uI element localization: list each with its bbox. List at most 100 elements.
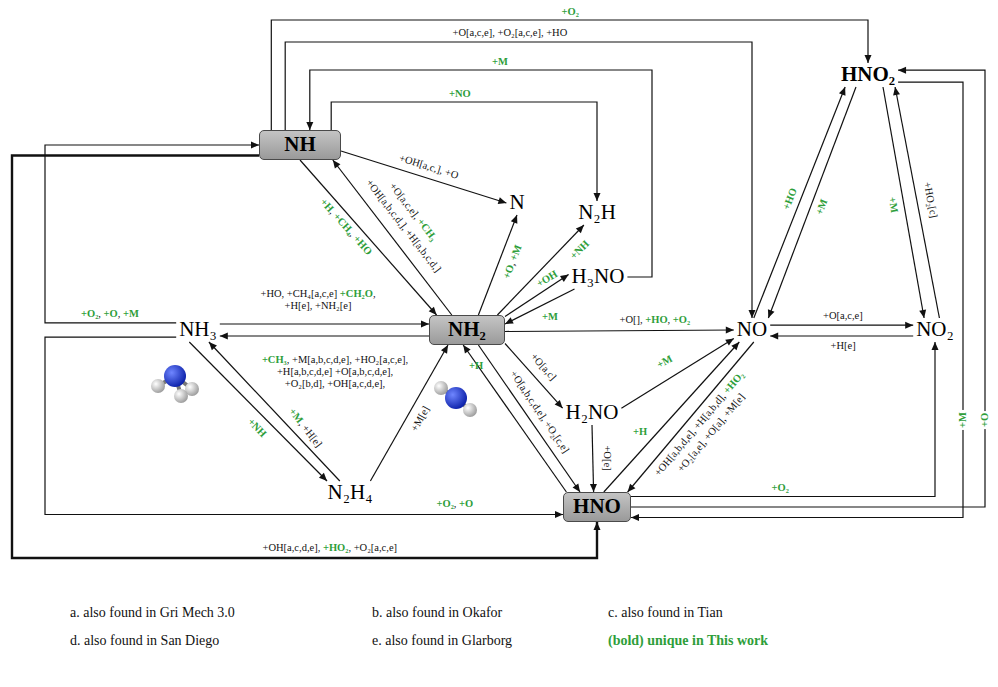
arrow-head (726, 327, 734, 334)
species-term: +CH₂O (340, 288, 373, 299)
species-term: +O (500, 263, 515, 280)
reaction-arrow (370, 345, 448, 481)
arrow-head (725, 338, 734, 345)
amidogen-molecule (434, 381, 477, 417)
reaction-label: +HO₂[c] (921, 181, 940, 219)
reaction-arrow (12, 156, 601, 559)
species-term: +H[e] (300, 423, 324, 450)
reaction-arrow (883, 87, 926, 318)
species-term: +O₂ (437, 498, 454, 509)
species-term: +O₂[b,d] (285, 378, 322, 389)
species-term: +NH (568, 238, 591, 261)
arrow-line (631, 70, 985, 507)
arrow-line (285, 42, 752, 318)
reaction-label: +HO, +CH₄[a,c,e] +CH₂O, +H[e], +NH₂[e] (253, 288, 383, 312)
arrow-line (631, 82, 963, 517)
arrow-head (441, 345, 448, 354)
legend-note: e. also found in Glarborg (372, 632, 512, 649)
species-term: +M (287, 406, 305, 425)
species-term: +HO (645, 314, 667, 325)
species-term: +HO₂ (323, 542, 348, 553)
species-formula: HNO₂ (841, 63, 895, 86)
species-term: +O (104, 308, 118, 319)
reaction-label: +O[e] (600, 445, 612, 470)
species-term: +HO (546, 27, 567, 38)
arrow-head (628, 484, 636, 492)
species-term: +O[a,b,c,d,e] (508, 369, 548, 421)
species-term: +M (507, 243, 523, 262)
arrow-head (498, 197, 507, 204)
legend-note: a. also found in Gri Mech 3.0 (70, 604, 235, 621)
arrow-line (12, 156, 597, 559)
species-node: NH₃ (176, 318, 220, 342)
arrow-line (220, 323, 429, 324)
species-formula: NH₃ (179, 318, 217, 341)
reaction-arrow (770, 322, 913, 329)
arrow-line (592, 425, 594, 492)
species-term: +OH[a,c,d,e] (263, 542, 318, 553)
arrow-head (590, 484, 597, 492)
reaction-arrow (754, 87, 846, 318)
reaction-label: +NO (449, 88, 471, 100)
arrow-line (271, 20, 868, 130)
reaction-label: +M (957, 410, 969, 430)
reaction-label: +O (979, 411, 991, 429)
arrow-head (421, 320, 429, 327)
species-formula: NO₂ (916, 318, 954, 341)
reaction-arrow (306, 70, 652, 277)
reaction-label: +M (814, 197, 831, 216)
species-term: +OH (535, 268, 560, 289)
species-term: +M (814, 197, 830, 216)
reaction-arrow (628, 342, 754, 492)
arrow-head (306, 122, 313, 130)
reaction-label: +O₂, +O (437, 498, 474, 510)
species-term: +CH₄ (331, 211, 356, 237)
reaction-label: +O₂ (772, 482, 789, 494)
arrow-head (576, 225, 584, 233)
legend-note: (bold) unique in This work (608, 632, 768, 649)
species-term: +O₂[a,c,e] (497, 27, 540, 38)
arrow-line (754, 87, 845, 318)
ammonia-molecule (151, 365, 199, 403)
reaction-arrow (220, 320, 429, 327)
species-term: +O (443, 166, 459, 180)
arrow-head (770, 333, 778, 340)
arrow-head (555, 400, 563, 408)
arrow-line (770, 335, 913, 336)
arrow-line (220, 335, 429, 336)
reaction-label: +O[], +HO, +O₂ (620, 314, 691, 326)
species-term: +O[a,c] (529, 351, 559, 382)
reaction-arrow (45, 337, 563, 518)
species-box: HNO (563, 492, 631, 522)
species-node: N₂H (575, 201, 619, 225)
reaction-arrow (341, 151, 506, 204)
species-term: +M[a,b,c,d,e] (292, 354, 349, 365)
legend-note: c. also found in Tian (608, 604, 723, 621)
species-term: +O (979, 413, 990, 427)
species-term: +O[] (620, 314, 641, 325)
reaction-arrow (604, 342, 740, 492)
species-term: +H[e] (831, 340, 856, 351)
reaction-label: +H (633, 426, 647, 438)
reaction-label: +M (542, 311, 558, 323)
arrow-line (628, 342, 754, 492)
species-node: H₃NO (569, 265, 628, 289)
species-box: NH₂ (429, 315, 505, 345)
reaction-label: +H, +CH₄, +HO (317, 196, 374, 257)
arrow-head (333, 160, 341, 168)
reaction-label: +O[a,c] (528, 351, 559, 383)
arrow-head (594, 522, 601, 530)
species-term: +M (655, 353, 674, 370)
reaction-arrow (220, 333, 429, 340)
arrow-line (895, 87, 939, 318)
arrow-line (370, 345, 448, 481)
species-term: +H[e] (285, 300, 310, 311)
reaction-label: +OH[a,c,d,e], +HO₂, +O₂[a,c,e] (263, 542, 398, 554)
reaction-label: +M (492, 56, 508, 68)
arrow-line (45, 145, 259, 323)
reaction-arrow (631, 342, 939, 497)
species-formula: H₃NO (572, 265, 625, 288)
arrow-line (45, 337, 563, 514)
arrow-head (919, 309, 926, 317)
arrow-head (839, 87, 846, 96)
